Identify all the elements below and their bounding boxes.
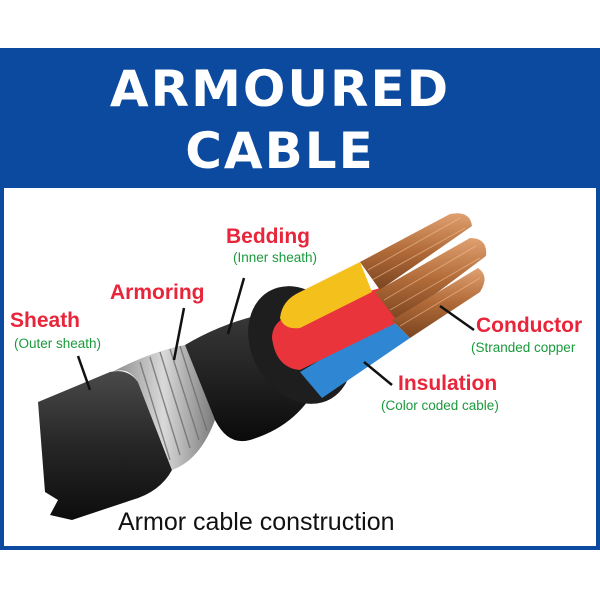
core-red-shape <box>272 288 398 370</box>
outer-sheath-shape <box>38 371 172 520</box>
label-sheath: Sheath <box>10 309 81 332</box>
label-insulation-sub: (Color coded cable) <box>381 398 499 413</box>
caption: Armor cable construction <box>118 508 395 536</box>
leader-conductor <box>439 304 475 332</box>
label-sheath-sub: (Outer sheath) <box>14 336 102 351</box>
armor-wire-lines <box>139 345 208 461</box>
label-insulation: Insulation <box>398 372 498 395</box>
core-blue-shape <box>300 318 410 398</box>
label-conductor-sub: (Stranded copper <box>471 340 576 355</box>
title-line-1: ARMOURED <box>109 60 451 118</box>
leader-bedding <box>226 277 246 335</box>
title-line-2: CABLE <box>185 122 375 180</box>
core-yellow-shape <box>280 262 372 329</box>
leader-insulation <box>363 361 393 386</box>
label-bedding: Bedding <box>226 225 310 248</box>
label-conductor: Conductor <box>476 314 583 337</box>
label-bedding-sub: (Inner sheath) <box>233 250 318 265</box>
page-title: ARMOURED CABLE <box>0 58 560 182</box>
label-armoring: Armoring <box>110 281 205 304</box>
leader-lines <box>76 277 475 391</box>
leader-sheath <box>76 355 92 391</box>
copper-strands <box>360 213 487 338</box>
leader-armoring <box>172 307 186 361</box>
